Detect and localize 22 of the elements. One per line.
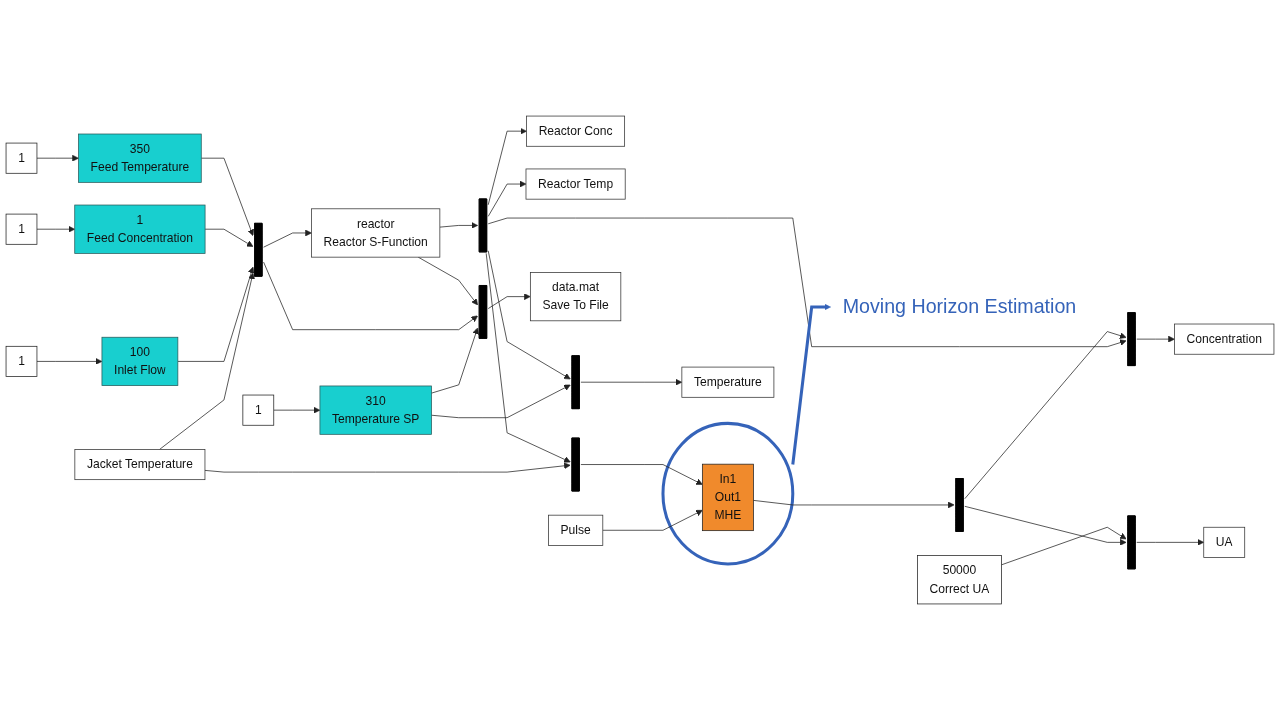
node-box: data.mat Save To File bbox=[529, 272, 622, 322]
node-box: Jacket Temperature bbox=[74, 449, 206, 481]
node-box: 1 bbox=[5, 142, 38, 174]
node-box: 1 bbox=[5, 213, 38, 245]
node-box: Concentration bbox=[1174, 323, 1275, 355]
cluster bbox=[661, 421, 795, 566]
node-box: 1 Feed Concentration bbox=[74, 204, 206, 254]
arrow bbox=[791, 303, 831, 465]
node-box: 350 Feed Temperature bbox=[78, 133, 202, 183]
node-box: Temperature bbox=[681, 366, 775, 398]
node-box: Pulse bbox=[548, 514, 604, 546]
node-box: 310 Temperature SP bbox=[319, 385, 432, 435]
node-box: reactor Reactor S-Function bbox=[311, 208, 441, 258]
node-box: 1 bbox=[5, 345, 38, 377]
node-box: 100 Inlet Flow bbox=[101, 336, 179, 386]
node-text: Moving Horizon Estimation bbox=[842, 295, 1077, 318]
node-box: Reactor Temp bbox=[525, 168, 626, 200]
node-box: 50000 Correct UA bbox=[917, 555, 1002, 605]
node-box: In1 Out1 MHE bbox=[702, 463, 754, 532]
node-box: UA bbox=[1203, 526, 1246, 558]
node-box: 1 bbox=[242, 394, 275, 426]
node-box: Reactor Conc bbox=[526, 115, 625, 147]
